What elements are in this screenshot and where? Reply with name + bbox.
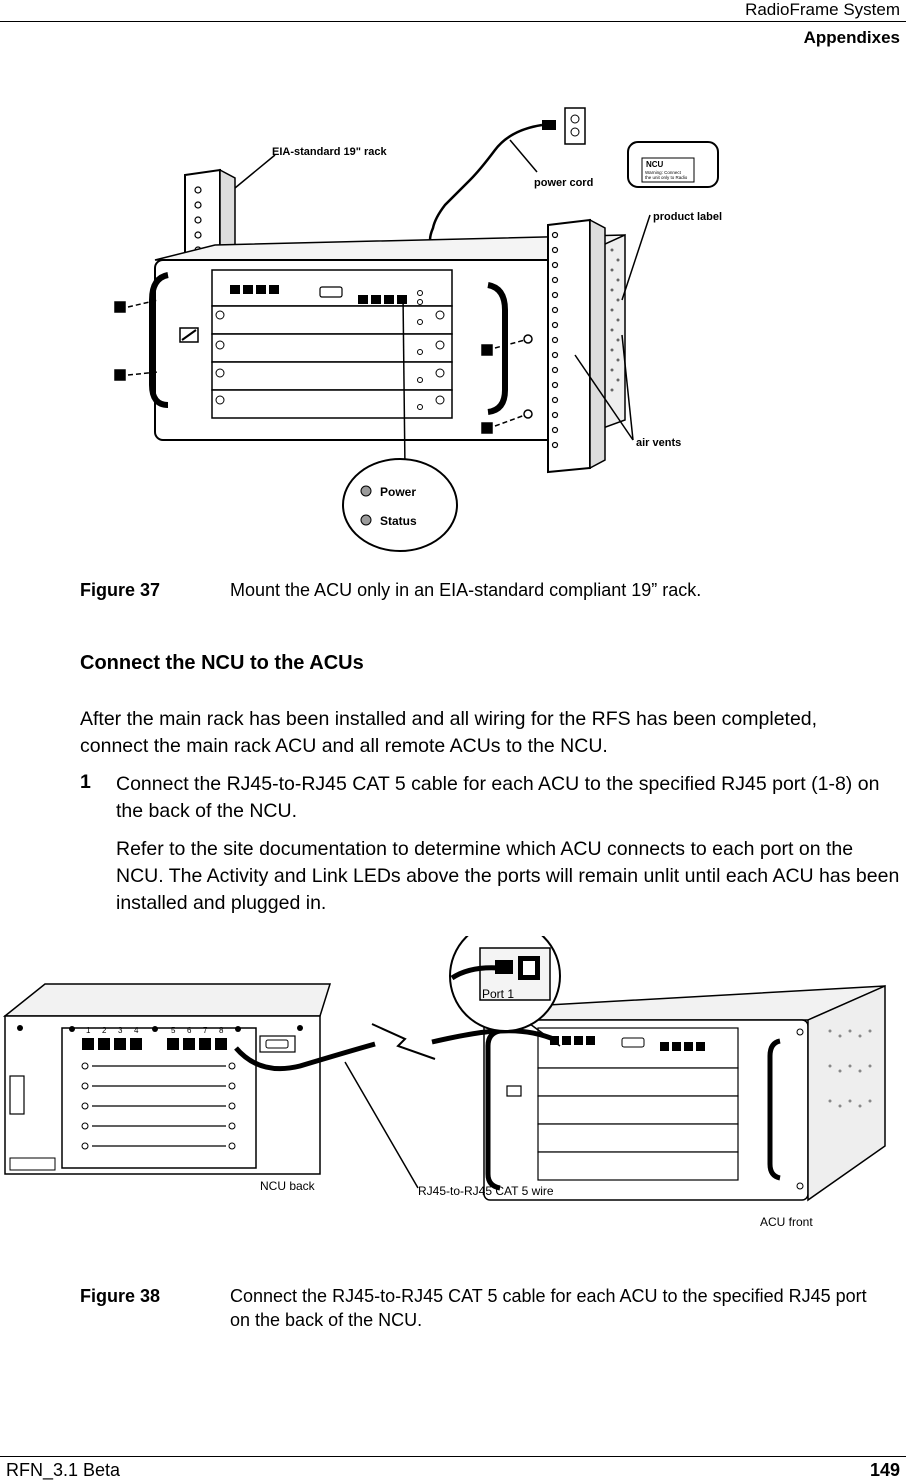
figure-38-text: Connect the RJ45-to-RJ45 CAT 5 cable for… xyxy=(230,1286,867,1330)
running-header-title: RadioFrame System xyxy=(745,0,900,19)
step-text: Connect the RJ45-to-RJ45 CAT 5 cable for… xyxy=(116,773,880,822)
label-ncu-back: NCU back xyxy=(260,1179,316,1193)
port-label-4: 4 xyxy=(134,1026,139,1035)
port-label-3: 3 xyxy=(118,1026,123,1035)
running-header-section: Appendixes xyxy=(803,28,900,47)
label-power-cord: power cord xyxy=(534,177,593,189)
port-label-8: 8 xyxy=(219,1026,224,1035)
page-number: 149 xyxy=(869,1460,900,1480)
led-label-status: Status xyxy=(380,514,417,528)
footer-rule xyxy=(0,1456,906,1457)
label-cat5-wire: RJ45-to-RJ45 CAT 5 wire xyxy=(418,1184,554,1198)
intro-paragraph: After the main rack has been installed a… xyxy=(80,708,818,757)
figure-37-caption: Figure 37 Mount the ACU only in an EIA-s… xyxy=(80,578,900,604)
step-note: Refer to the site documentation to deter… xyxy=(116,838,900,914)
led-label-power: Power xyxy=(380,485,416,499)
footer-version: RFN_3.1 Beta xyxy=(6,1460,121,1480)
product-label-ncu: NCU xyxy=(646,160,664,169)
figure-37-text: Mount the ACU only in an EIA-standard co… xyxy=(230,580,702,600)
magnifier-port-label: Port 1 xyxy=(482,987,514,1001)
label-air-vents: air vents xyxy=(636,437,681,449)
label-acu-front: ACU front xyxy=(760,1215,813,1229)
port-label-1: 1 xyxy=(86,1026,91,1035)
port-label-6: 6 xyxy=(187,1026,192,1035)
header-rule xyxy=(0,21,906,22)
label-rack: EIA-standard 19" rack xyxy=(272,146,388,158)
section-heading: Connect the NCU to the ACUs xyxy=(80,652,364,674)
figure-38-label: Figure 38 xyxy=(80,1286,161,1306)
step-number: 1 xyxy=(80,771,91,793)
rack-mount-drawing: NCU Warning: Connect the unit only to Ra… xyxy=(114,107,722,552)
figure-38-illustration: 1 2 3 4 5 6 7 8 xyxy=(0,936,906,1236)
port-label-2: 2 xyxy=(102,1026,107,1035)
product-label-warning: Warning: Connect xyxy=(645,170,682,175)
ncu-acu-cabling-drawing: 1 2 3 4 5 6 7 8 xyxy=(2,936,886,1229)
label-product-label: product label xyxy=(653,211,722,223)
product-label-warning2: the unit only to Radio xyxy=(645,175,688,180)
figure-37-illustration: NCU Warning: Connect the unit only to Ra… xyxy=(100,100,740,560)
figure-38-caption: Figure 38 Connect the RJ45-to-RJ45 CAT 5… xyxy=(80,1284,900,1334)
port-label-7: 7 xyxy=(203,1026,208,1035)
figure-37-label: Figure 37 xyxy=(80,580,161,600)
port-label-5: 5 xyxy=(171,1026,176,1035)
